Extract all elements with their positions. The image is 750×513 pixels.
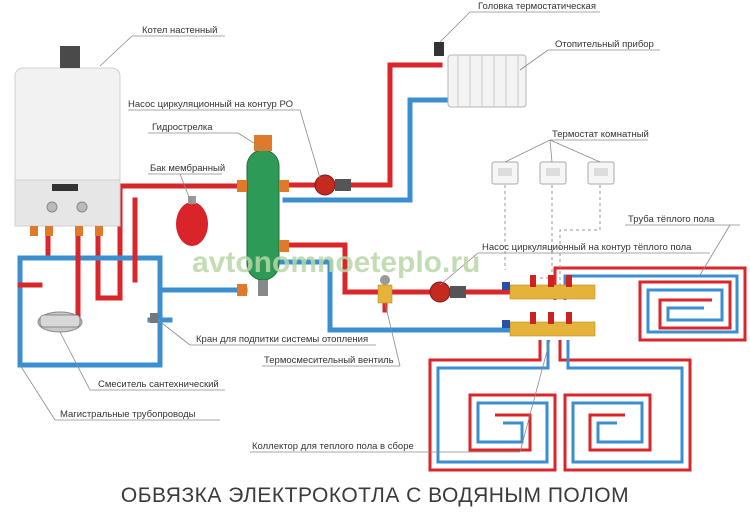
label-collector: Коллектор для теплого пола в сборе bbox=[252, 441, 414, 452]
label-radiator: Отопительный прибор bbox=[555, 39, 654, 50]
floor-loop-right bbox=[553, 266, 747, 342]
label-membrane-tank: Бак мембранный bbox=[150, 163, 225, 174]
floor-return bbox=[277, 259, 513, 333]
label-pump-ro: Насос циркуляционный на контур РО bbox=[128, 99, 293, 110]
wire-2 bbox=[540, 185, 553, 279]
label-floor-pipe: Труба тёплого пола bbox=[628, 214, 715, 225]
wire-3 bbox=[559, 185, 601, 285]
label-pump-floor: Насос циркуляционный на контур тёплого п… bbox=[482, 242, 692, 253]
floor-loop-left bbox=[428, 340, 557, 472]
sanitary-mixer-icon bbox=[37, 311, 83, 333]
pump-ro-icon bbox=[314, 174, 351, 196]
pump-floor-icon bbox=[429, 281, 466, 303]
label-thermo-mix-valve: Термосмесительный вентиль bbox=[264, 355, 394, 366]
radiator-supply bbox=[282, 62, 443, 188]
radiator-icon bbox=[434, 42, 527, 108]
label-sanitary-mixer: Смеситель сантехнический bbox=[98, 379, 219, 390]
watermark: avtonomnoeteplo.ru bbox=[192, 246, 480, 279]
leader-lines bbox=[19, 11, 740, 453]
hydro-arrow-icon bbox=[237, 135, 289, 296]
label-fill-valve: Кран для подпитки системы отопления bbox=[196, 334, 368, 345]
main-hot-riser bbox=[117, 183, 248, 301]
fill-valve-icon bbox=[150, 313, 158, 323]
membrane-tank-icon bbox=[176, 196, 208, 246]
diagram-title: ОБВЯЗКА ЭЛЕКТРОКОТЛА С ВОДЯНЫМ ПОЛОМ bbox=[121, 484, 629, 507]
radiator-return bbox=[282, 97, 451, 203]
label-boiler: Котел настенный bbox=[142, 25, 217, 36]
floor-loop-middle bbox=[558, 340, 692, 472]
boiler-hot-line bbox=[95, 222, 123, 301]
label-main-pipes: Магистральные трубопроводы bbox=[60, 409, 196, 420]
label-hydro-arrow: Гидрострелка bbox=[152, 122, 213, 133]
label-thermo-head: Головка термостатическая bbox=[478, 1, 596, 12]
thermo-mix-valve-icon bbox=[377, 275, 393, 304]
floor-collector-icon bbox=[502, 275, 596, 337]
wall-boiler bbox=[14, 46, 121, 236]
main-cold-line bbox=[17, 255, 248, 293]
main-return-loop bbox=[17, 255, 163, 368]
label-room-thermostat: Термостат комнатный bbox=[552, 129, 649, 140]
room-thermostat-icons bbox=[491, 161, 615, 185]
